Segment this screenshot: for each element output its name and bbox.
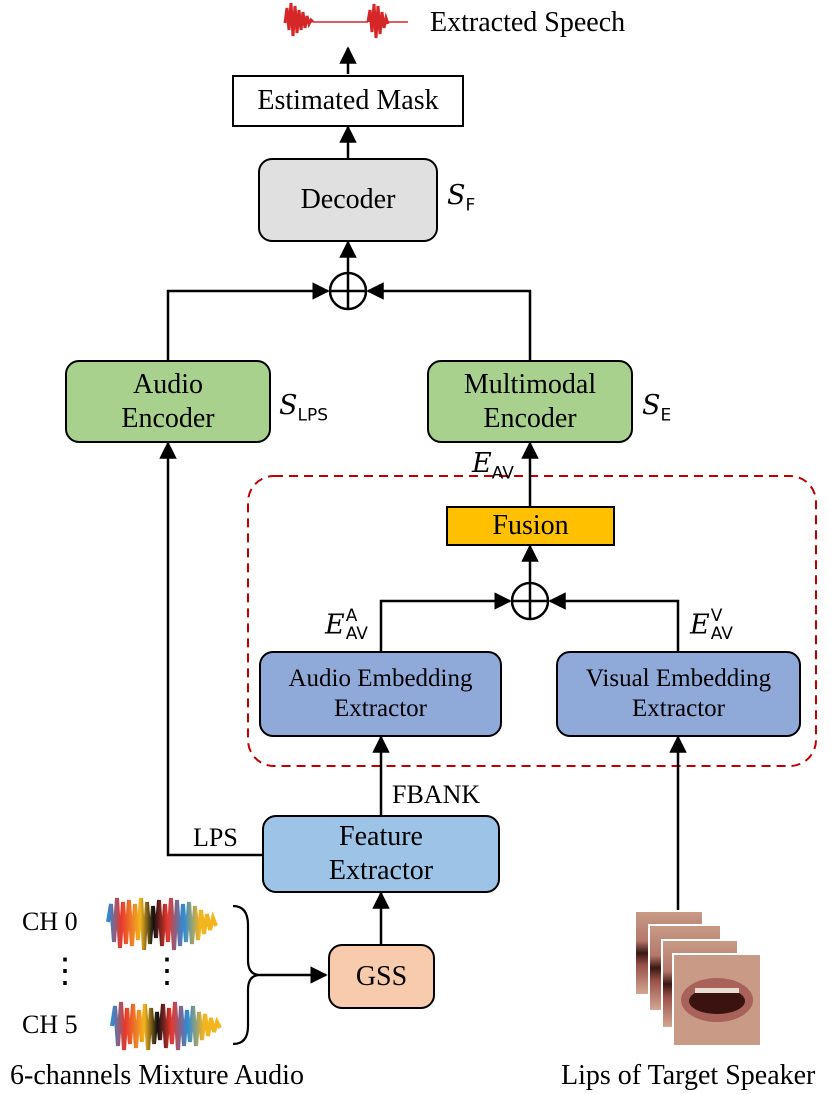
decoder-label: Decoder: [300, 184, 396, 216]
channel-5-label: CH 5: [22, 1010, 78, 1039]
mixture-waveform-ch5-icon: [110, 1001, 222, 1051]
mixture-waveform-ch0-icon: [106, 897, 218, 951]
feature-extractor-label-line1: Feature: [339, 821, 423, 853]
fusion-box: Fusion: [446, 506, 615, 546]
audio-encoder-label-line2: Encoder: [121, 402, 215, 434]
feature-extractor-label-line2: Extractor: [328, 855, 434, 886]
estimated-mask-label: Estimated Mask: [257, 85, 439, 117]
lips-caption: Lips of Target Speaker: [561, 1060, 816, 1091]
multimodal-encoder-label-line1: Multimodal: [463, 368, 597, 400]
visual-embedding-extractor-label-line2: Extractor: [631, 695, 725, 722]
s-f-symbol: SF: [447, 180, 476, 216]
gss-label: GSS: [355, 960, 408, 992]
arrow-visual-embedding-to-sum: [548, 592, 680, 651]
gss-box: GSS: [328, 944, 435, 1009]
arrow-audio-encoder-to-sum: [166, 282, 330, 360]
embedding-region-dashed-border: [247, 475, 817, 767]
visual-embedding-extractor-box: Visual Embedding Extractor: [556, 651, 801, 737]
lips-frames-icon: [634, 910, 762, 1047]
lips-frame: [672, 953, 762, 1047]
audio-encoder-box: Audio Encoder: [65, 360, 271, 443]
arrow-audio-embedding-to-sum: [379, 592, 512, 651]
fbank-edge-label: FBANK: [392, 780, 481, 809]
channel-ellipsis-left: ⋮: [48, 953, 82, 990]
channel-brace: [232, 904, 261, 1046]
s-lps-symbol: SLPS: [279, 390, 329, 426]
decoder-box: Decoder: [258, 158, 438, 242]
multimodal-encoder-box: Multimodal Encoder: [427, 360, 633, 443]
audio-embedding-extractor-label-line1: Audio Embedding: [288, 665, 473, 692]
lps-edge-label: LPS: [193, 823, 238, 852]
s-e-symbol: SE: [642, 390, 672, 426]
channel-0-label: CH 0: [22, 907, 78, 936]
mixture-audio-caption: 6-channels Mixture Audio: [10, 1060, 304, 1091]
extracted-speech-label: Extracted Speech: [430, 7, 626, 38]
lower-sum-node: [510, 581, 550, 621]
audio-embedding-extractor-label-line2: Extractor: [333, 695, 427, 722]
e-av-symbol: EAV: [472, 448, 514, 484]
visual-embedding-extractor-label-line1: Visual Embedding: [585, 665, 772, 692]
feature-extractor-box: Feature Extractor: [262, 815, 500, 893]
extracted-speech-waveform-icon: [283, 2, 408, 39]
multimodal-encoder-label-line2: Encoder: [483, 402, 577, 434]
fusion-label: Fusion: [492, 510, 569, 542]
top-sum-node: [328, 271, 368, 311]
audio-embedding-extractor-box: Audio Embedding Extractor: [259, 651, 502, 737]
channel-ellipsis-middle: ⋮: [150, 953, 184, 990]
audio-encoder-label-line1: Audio: [133, 368, 203, 400]
arrow-lps-to-audio-encoder: [159, 441, 262, 857]
arrow-multimodal-encoder-to-sum: [366, 282, 532, 360]
estimated-mask-box: Estimated Mask: [232, 75, 464, 127]
